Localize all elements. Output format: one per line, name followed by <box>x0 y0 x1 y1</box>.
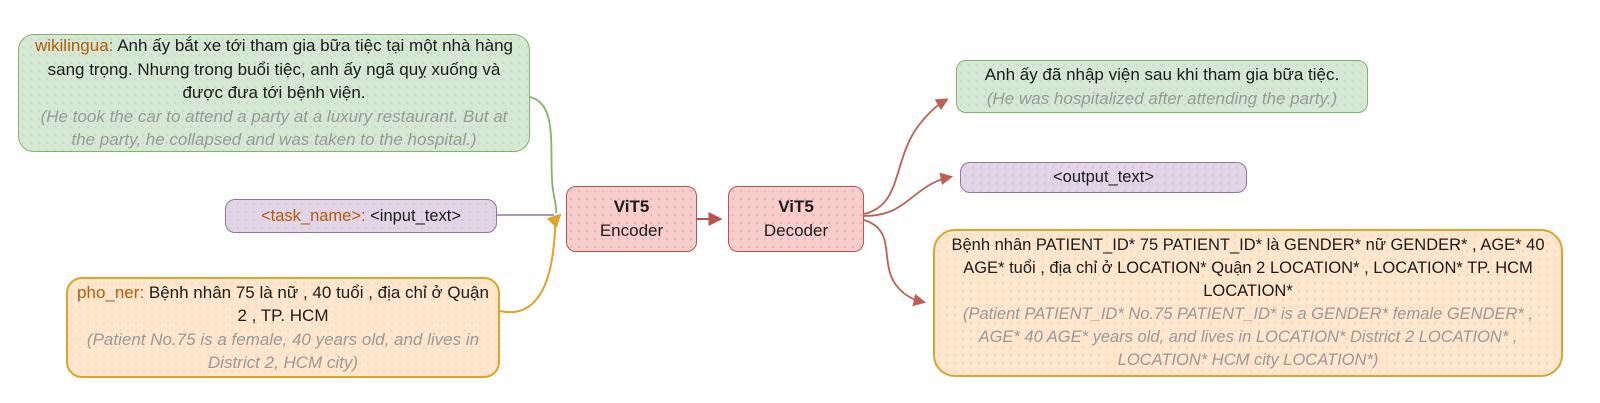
task-template-box: <task_name>: <input_text> <box>225 199 497 233</box>
pho-ner-task-label: pho_ner: <box>77 282 149 302</box>
wikilingua-input-text: Anh ấy bắt xe tới tham gia bữa tiệc tại … <box>47 36 514 103</box>
wikilingua-input-box: wikilingua: Anh ấy bắt xe tới tham gia b… <box>18 34 530 152</box>
summarization-output-text: Anh ấy đã nhập viện sau khi tham gia bữa… <box>984 64 1340 84</box>
ner-output-text: Bệnh nhân PATIENT_ID* 75 PATIENT_ID* là … <box>951 236 1545 300</box>
encoder-title: ViT5 <box>613 197 650 216</box>
pho-ner-input-translation: (Patient No.75 is a female, 40 years old… <box>86 329 480 373</box>
wikilingua-input-translation: (He took the car to attend a party at a … <box>40 106 508 150</box>
decoder-subtitle: Decoder <box>763 221 829 240</box>
decoder-title: ViT5 <box>778 197 814 216</box>
vit5-encoder-node: ViT5 Encoder <box>566 186 697 252</box>
task-name-placeholder: <task_name>: <box>261 207 371 225</box>
arrow-decoder-to-ner <box>863 219 927 307</box>
arrow-phoner-to-encoder <box>499 213 562 314</box>
vit5-decoder-node: ViT5 Decoder <box>728 186 864 252</box>
ner-output-box: Bệnh nhân PATIENT_ID* 75 PATIENT_ID* là … <box>933 229 1563 377</box>
encoder-subtitle: Encoder <box>599 221 664 240</box>
input-text-placeholder: <input_text> <box>370 207 461 225</box>
summarization-output-box: Anh ấy đã nhập viện sau khi tham gia bữa… <box>956 60 1368 113</box>
arrow-decoder-to-summary <box>863 98 949 215</box>
output-text-placeholder: <output_text> <box>1053 168 1154 186</box>
pho-ner-input-text: Bệnh nhân 75 là nữ , 40 tuổi , địa chỉ ở… <box>148 282 489 326</box>
wikilingua-task-label: wikilingua: <box>34 36 118 56</box>
ner-output-translation: (Patient PATIENT_ID* No.75 PATIENT_ID* i… <box>962 305 1534 369</box>
output-text-template-box: <output_text> <box>960 162 1247 193</box>
arrow-decoder-to-output-text <box>863 172 954 217</box>
arrow-wikilingua-to-encoder <box>529 96 558 214</box>
pho-ner-input-box: pho_ner: Bệnh nhân 75 là nữ , 40 tuổi , … <box>66 277 500 378</box>
summarization-output-translation: (He was hospitalized after attending the… <box>986 88 1338 108</box>
